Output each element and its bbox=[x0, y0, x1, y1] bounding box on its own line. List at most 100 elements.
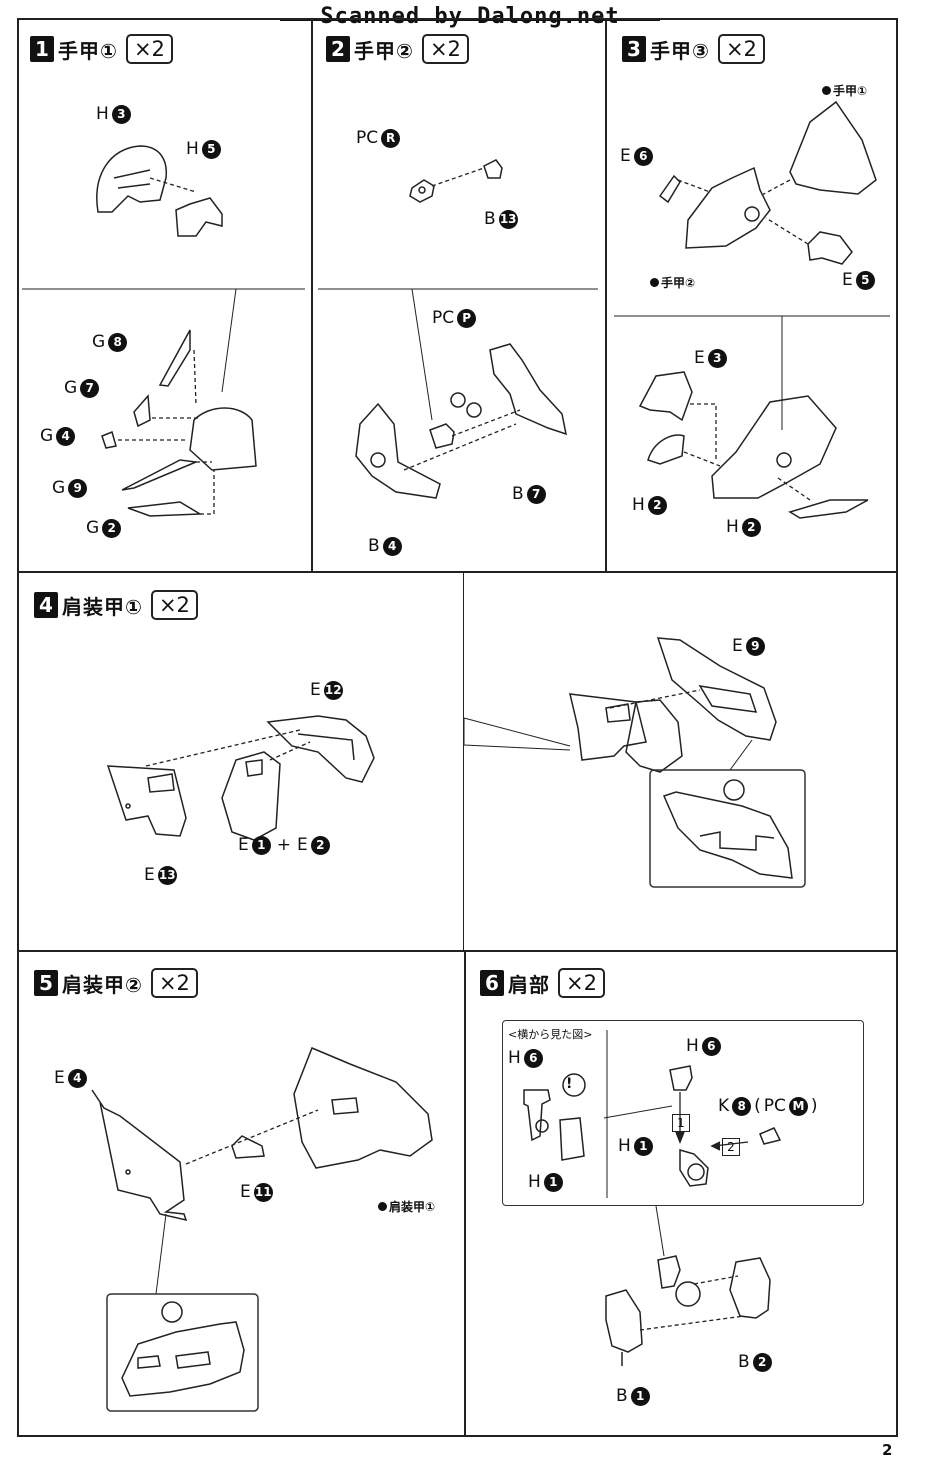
part-shape bbox=[158, 329, 191, 387]
step-3-header: 3 手甲③ ×2 bbox=[622, 34, 765, 64]
part-shape bbox=[121, 1321, 245, 1397]
part-shape bbox=[101, 430, 117, 449]
part-shape bbox=[625, 699, 683, 773]
step-title: 肩部 bbox=[508, 972, 550, 997]
callout-line bbox=[729, 739, 753, 771]
step-title: 手甲① bbox=[58, 38, 118, 63]
part-shape bbox=[355, 402, 441, 499]
part-shape bbox=[189, 407, 257, 471]
part-shape bbox=[293, 1047, 433, 1169]
step-title: 肩装甲② bbox=[62, 972, 143, 997]
step-number: 1 bbox=[30, 36, 54, 62]
divider bbox=[17, 571, 898, 573]
divider bbox=[311, 18, 313, 571]
step-4-header: 4 肩装甲① ×2 bbox=[34, 590, 198, 620]
part-shape bbox=[523, 1089, 551, 1142]
step-number: 4 bbox=[34, 592, 58, 618]
divider bbox=[463, 571, 464, 950]
divider bbox=[605, 18, 607, 571]
part-shape bbox=[133, 394, 151, 428]
step-title: 手甲② bbox=[354, 38, 414, 63]
part-shape bbox=[789, 100, 877, 195]
callout-line bbox=[411, 288, 433, 421]
step-multiplier: ×2 bbox=[125, 34, 173, 64]
part-reference: 手甲① bbox=[822, 82, 867, 99]
part-reference: 肩装甲① bbox=[378, 1198, 435, 1215]
part-shape bbox=[175, 197, 223, 237]
part-shape bbox=[647, 434, 685, 465]
part-shape bbox=[266, 715, 375, 783]
part-shape bbox=[569, 693, 647, 761]
step-number: 6 bbox=[480, 970, 504, 996]
step-title: 手甲③ bbox=[650, 38, 710, 63]
divider bbox=[464, 950, 466, 1437]
bullet-icon bbox=[822, 86, 831, 95]
part-shape bbox=[679, 1149, 709, 1187]
step-multiplier: ×2 bbox=[150, 590, 198, 620]
bullet-icon bbox=[650, 278, 659, 287]
part-shape bbox=[638, 371, 693, 422]
part-shape bbox=[656, 637, 777, 741]
part-reference: 手甲② bbox=[650, 274, 695, 291]
part-shape bbox=[711, 395, 837, 499]
part-shape bbox=[685, 166, 771, 249]
step-number: 2 bbox=[326, 36, 350, 62]
part-shape bbox=[483, 159, 503, 179]
step-2-header: 2 手甲② ×2 bbox=[326, 34, 469, 64]
step-6-header: 6 肩部 ×2 bbox=[480, 968, 605, 998]
detail-inset bbox=[106, 1293, 259, 1412]
page-frame bbox=[17, 18, 898, 1437]
part-shape bbox=[658, 174, 681, 204]
part-shape bbox=[221, 751, 281, 841]
part-shape bbox=[96, 145, 168, 213]
callout-line bbox=[155, 1213, 167, 1295]
detail-inset bbox=[649, 769, 806, 888]
side-view-inset bbox=[502, 1020, 864, 1206]
assembly-order: 1 bbox=[672, 1114, 690, 1132]
part-shape bbox=[106, 765, 187, 837]
part-shape bbox=[669, 1065, 693, 1091]
step-multiplier: ×2 bbox=[717, 34, 765, 64]
step-multiplier: ×2 bbox=[150, 968, 198, 998]
step-title: 肩装甲① bbox=[62, 594, 143, 619]
part-shape bbox=[429, 423, 455, 449]
part-shape bbox=[559, 1117, 585, 1161]
part-shape bbox=[99, 1101, 188, 1222]
scan-credit: Scanned by Dalong.net bbox=[280, 4, 660, 29]
step-number: 3 bbox=[622, 36, 646, 62]
part-shape bbox=[657, 1255, 681, 1289]
page-number: 2 bbox=[882, 1441, 893, 1459]
part-shape bbox=[788, 499, 869, 519]
